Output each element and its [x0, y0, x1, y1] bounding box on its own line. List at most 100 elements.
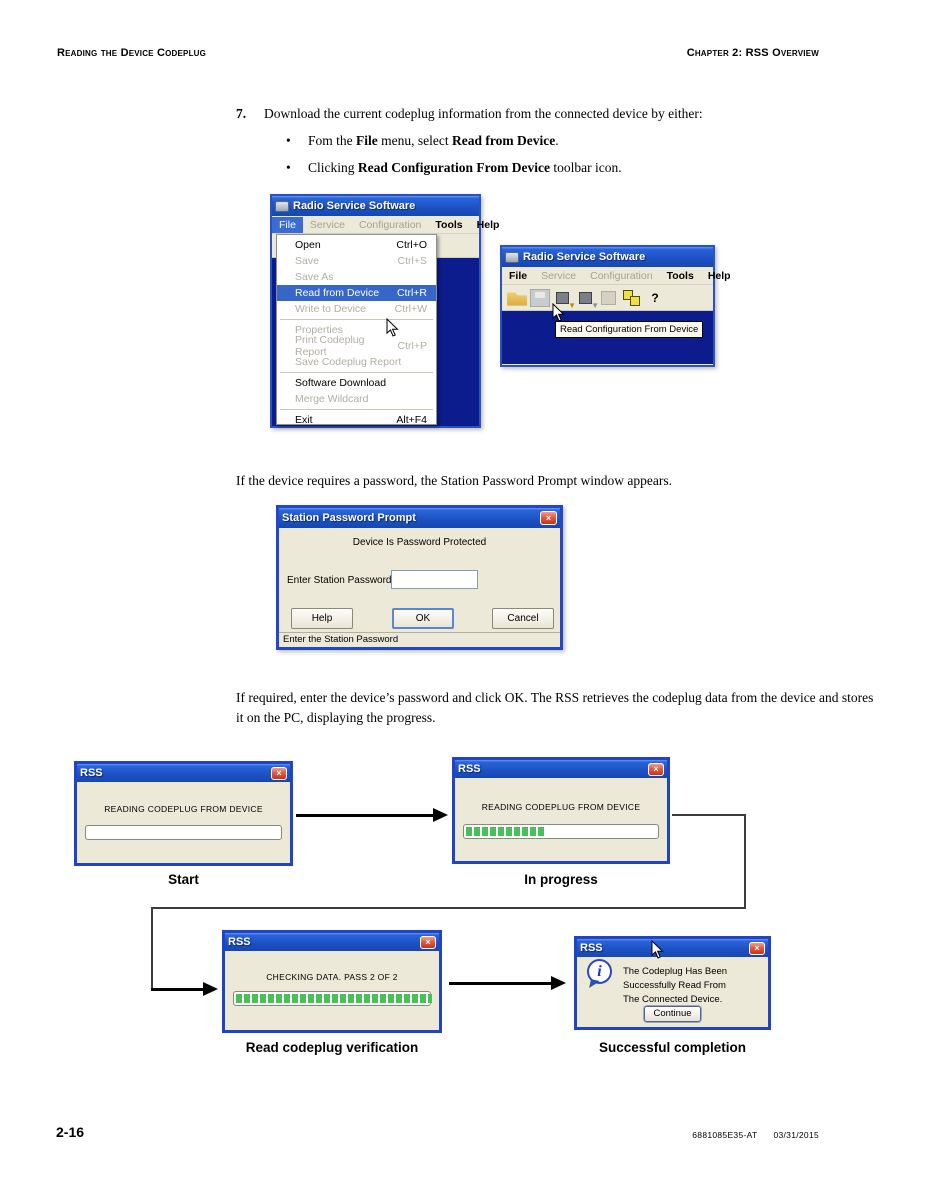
title-bar[interactable]: RSS × — [225, 933, 439, 951]
progress-bar — [463, 824, 659, 839]
step-text: Download the current codeplug informatio… — [264, 106, 703, 121]
bullet2-bold: Read Configuration From Device — [357, 160, 550, 175]
title-bar[interactable]: Station Password Prompt × — [279, 508, 560, 528]
close-icon[interactable]: × — [540, 511, 557, 525]
title-bar[interactable]: RSS × — [577, 939, 768, 957]
menu-file[interactable]: File — [272, 216, 303, 233]
connector-line — [151, 907, 153, 990]
menu-help[interactable]: Help — [707, 269, 731, 282]
completion-message-line: The Connected Device. — [623, 994, 723, 1005]
menu-help[interactable]: Help — [476, 218, 500, 231]
bullet2-text2: toolbar icon. — [549, 160, 622, 175]
title-bar[interactable]: RSS × — [77, 764, 290, 782]
rss-completion-dialog: RSS × i The Codeplug Has Been Successful… — [574, 936, 771, 1030]
menu-service: Service — [309, 218, 345, 231]
password-input-label: Enter Station Password — [287, 575, 392, 586]
arrow-start-to-inprogress — [296, 814, 434, 817]
menu-configuration: Configuration — [590, 269, 653, 282]
dialog-title: RSS — [580, 942, 603, 954]
doc-number-text: 6881085E35-AT — [692, 1130, 758, 1140]
menu-service: Service — [541, 269, 577, 282]
progress-bar — [233, 991, 432, 1006]
title-bar[interactable]: Radio Service Software — [502, 247, 713, 267]
menu-configuration: Configuration — [358, 218, 422, 231]
header-chapter-title: Chapter 2: RSS Overview — [686, 47, 819, 59]
dialog-title: Station Password Prompt — [282, 512, 416, 524]
title-bar[interactable]: RSS × — [455, 760, 667, 778]
title-bar[interactable]: Radio Service Software — [272, 196, 479, 216]
window-title: Radio Service Software — [293, 200, 416, 212]
caption-start: Start — [168, 872, 199, 887]
bullet2-text: Clicking — [308, 160, 358, 175]
toolbar: ? — [502, 285, 713, 311]
progress-message: CHECKING DATA. PASS 2 OF 2 — [266, 972, 398, 982]
menu-tools[interactable]: Tools — [435, 218, 463, 231]
menu-separator — [280, 372, 433, 373]
status-bar: Enter the Station Password — [279, 632, 560, 647]
app-icon — [275, 200, 289, 212]
radio-service-software-window-menu: Radio Service Software File Service Conf… — [270, 194, 499, 428]
read-configuration-from-device-icon[interactable] — [556, 291, 569, 304]
dialog-title: RSS — [228, 936, 251, 948]
bullet-icon: • — [286, 133, 291, 148]
header-section-title: Reading the Device Codeplug — [57, 47, 207, 59]
app-icon — [505, 251, 519, 263]
bullet1-text2: menu, select — [377, 133, 452, 148]
arrowhead-icon — [203, 982, 218, 996]
mouse-cursor-icon — [651, 940, 664, 959]
progress-message: READING CODEPLUG FROM DEVICE — [481, 802, 641, 812]
merge-wildcard-icon[interactable] — [622, 289, 642, 307]
progress-fill — [236, 994, 432, 1003]
step-number: 7. — [236, 106, 247, 121]
menu-item-software-download[interactable]: Software Download — [295, 377, 387, 389]
open-file-icon[interactable] — [507, 292, 527, 306]
bullet-item: • Clicking Read Configuration From Devic… — [286, 160, 622, 176]
arrowhead-icon — [433, 808, 448, 822]
bullet1-bold-file: File — [356, 133, 378, 148]
cancel-button[interactable]: Cancel — [492, 608, 554, 629]
paragraph-progress-note: If required, enter the device’s password… — [236, 690, 874, 725]
rss-progress-dialog-in-progress: RSS × READING CODEPLUG FROM DEVICE — [452, 757, 670, 864]
connector-line — [151, 907, 746, 909]
help-button[interactable]: Help — [291, 608, 353, 629]
context-help-icon[interactable]: ? — [651, 290, 659, 305]
rss-progress-dialog-verification: RSS × CHECKING DATA. PASS 2 OF 2 — [222, 930, 442, 1033]
caption-verification: Read codeplug verification — [245, 1040, 419, 1055]
close-icon[interactable]: × — [420, 935, 436, 949]
menu-file[interactable]: File — [509, 269, 528, 282]
progress-bar — [85, 825, 282, 840]
write-configuration-to-device-icon[interactable] — [579, 291, 592, 304]
ok-button[interactable]: OK — [392, 608, 454, 629]
save-icon — [530, 288, 550, 307]
dialog-title: RSS — [80, 767, 103, 779]
close-icon[interactable]: × — [749, 941, 765, 955]
radio-service-software-window-toolbar: Radio Service Software File Service Conf… — [500, 245, 731, 367]
page-number: 2-16 — [56, 1124, 85, 1140]
mouse-cursor-icon — [386, 318, 399, 337]
dialog-title: RSS — [458, 763, 481, 775]
menu-bar: File Service Configuration Tools Help — [272, 216, 499, 234]
mouse-cursor-icon — [552, 303, 565, 322]
menu-separator — [280, 319, 433, 320]
menu-tools[interactable]: Tools — [666, 269, 694, 282]
arrow-into-verification — [151, 988, 204, 991]
close-icon[interactable]: × — [648, 762, 664, 776]
progress-fill — [466, 827, 544, 836]
station-password-input[interactable] — [391, 570, 478, 589]
close-icon[interactable]: × — [271, 766, 287, 780]
arrow-verification-to-completion — [449, 982, 552, 985]
connector-line — [744, 814, 746, 908]
continue-button[interactable]: Continue — [643, 1005, 702, 1023]
caption-in-progress: In progress — [524, 872, 598, 887]
connector-line — [672, 814, 745, 816]
menu-bar: File Service Configuration Tools Help — [502, 267, 731, 285]
